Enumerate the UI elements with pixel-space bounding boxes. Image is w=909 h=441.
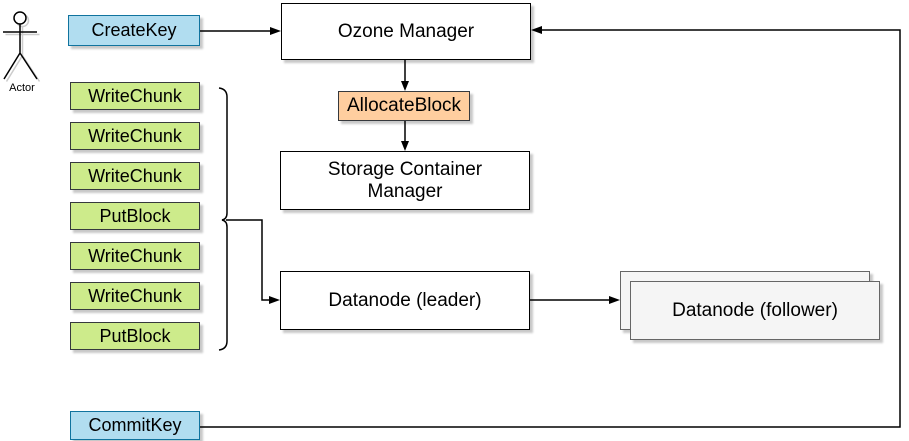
arrow-ozone-manager-to-allocateblock: [401, 60, 409, 91]
arrow-allocateblock-to-scm: [401, 121, 409, 151]
commitkey-box: CommitKey: [70, 411, 200, 440]
createkey-box: CreateKey: [68, 15, 200, 46]
actor-shadow: [5, 13, 41, 82]
storage-container-manager-box: Storage Container Manager: [280, 151, 530, 210]
op-writechunk-5: WriteChunk: [70, 282, 200, 310]
datanode-leader-box: Datanode (leader): [280, 271, 530, 330]
operations-brace: [218, 87, 228, 351]
arrow-operations-to-datanode-leader: [226, 219, 280, 304]
arrow-commitkey-to-ozone-manager: [200, 26, 901, 428]
op-writechunk-1: WriteChunk: [70, 82, 200, 110]
ozone-manager-box: Ozone Manager: [281, 3, 531, 60]
allocateblock-box: AllocateBlock: [338, 91, 470, 121]
op-writechunk-3: WriteChunk: [70, 162, 200, 190]
datanode-follower-box: Datanode (follower): [630, 281, 880, 340]
actor-label: Actor: [9, 82, 35, 94]
op-putblock-1: PutBlock: [70, 202, 200, 230]
arrow-leader-to-follower: [530, 296, 620, 304]
arrow-createkey-to-ozone-manager: [200, 27, 281, 35]
actor-icon: [3, 11, 38, 80]
storage-container-manager-label: Storage Container Manager: [327, 158, 483, 202]
op-writechunk-2: WriteChunk: [70, 122, 200, 150]
op-putblock-2: PutBlock: [70, 322, 200, 350]
op-writechunk-4: WriteChunk: [70, 242, 200, 270]
